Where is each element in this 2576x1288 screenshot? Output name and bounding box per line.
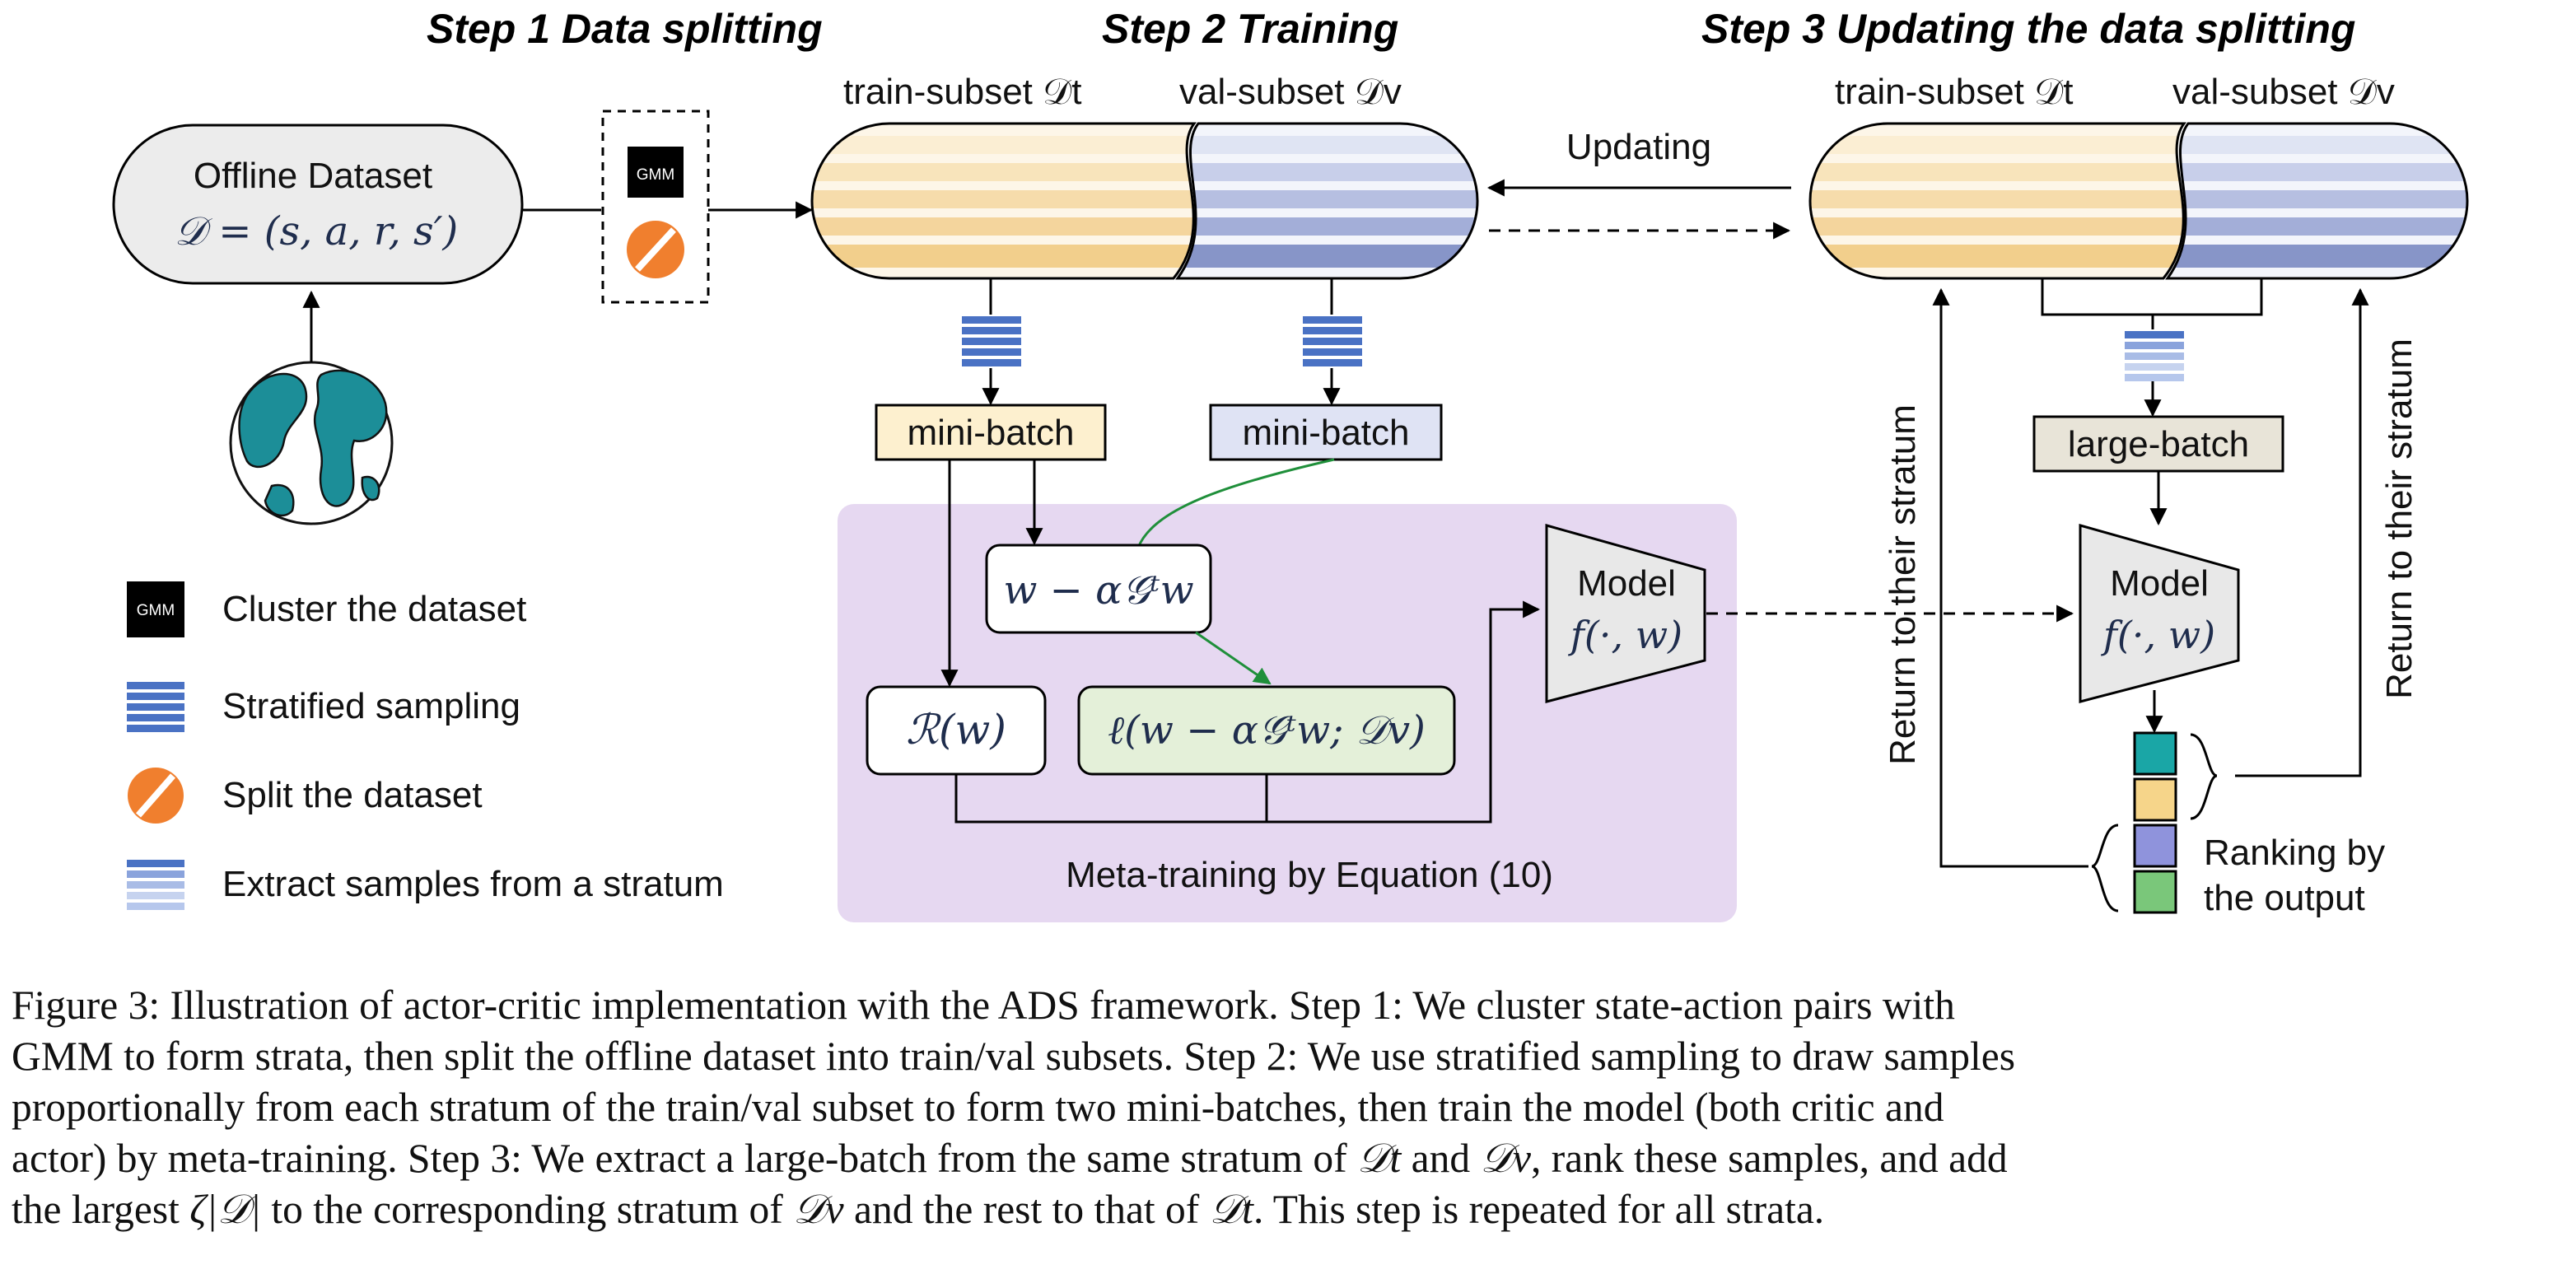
- model-box-step2: Model f(·, w): [1545, 524, 1706, 703]
- offline-dataset-label: Offline Dataset: [194, 156, 432, 196]
- stratified-sampling-icon-train: [962, 316, 1021, 366]
- legend-extract-samples-icon: [127, 860, 184, 910]
- svg-text:mini-batch: mini-batch: [1243, 413, 1410, 453]
- globe-icon: [229, 361, 394, 525]
- ads-framework-figure: Step 1 Data splitting Step 2 Training St…: [112, 6, 2469, 922]
- val-subset-label-left: val-subset 𝒟v: [1179, 72, 1402, 112]
- svg-text:Extract samples from a stratum: Extract samples from a stratum: [222, 864, 724, 904]
- caption-dv-2: 𝒟v: [793, 1187, 844, 1232]
- svg-text:Split the dataset: Split the dataset: [222, 775, 483, 815]
- updating-label: Updating: [1566, 127, 1711, 167]
- caption-line-4a: actor) by meta-training. Step 3: We extr…: [12, 1136, 1357, 1181]
- caption-line-5d: . This step is repeated for all strata.: [1253, 1187, 1825, 1232]
- caption-line-5c: and the rest to that of: [843, 1187, 1210, 1232]
- offline-dataset-box: Offline Dataset 𝒟 = (s, a, r, s′): [112, 124, 524, 285]
- legend-item-stratified: Stratified sampling: [127, 682, 520, 732]
- svg-text:GMM: GMM: [137, 602, 175, 619]
- legend-item-extract: Extract samples from a stratum: [127, 860, 724, 910]
- extract-samples-icon-step3: [2125, 331, 2184, 381]
- caption-line-1: Figure 3: Illustration of actor-critic i…: [12, 982, 1955, 1028]
- caption-dv: 𝒟v: [1480, 1136, 1531, 1181]
- update-expression-box: w − α𝒢ᵗw: [985, 544, 1212, 634]
- caption-line-5b: to the corresponding stratum of: [261, 1187, 794, 1232]
- val-subset-right: [2165, 122, 2469, 280]
- svg-text:f(·, w): f(·, w): [1568, 613, 1682, 657]
- return-label-right: Return to their stratum: [2379, 338, 2420, 699]
- legend-item-cluster: GMM Cluster the dataset: [127, 581, 526, 637]
- brace-top: [2190, 733, 2218, 820]
- legend-stratified-sampling-icon: [127, 682, 184, 732]
- legend-gmm-icon: [127, 581, 184, 637]
- step1-title: Step 1 Data splitting: [427, 6, 823, 52]
- svg-text:Cluster the dataset: Cluster the dataset: [222, 589, 526, 629]
- caption-line-4c: , rank these samples, and add: [1530, 1136, 2008, 1181]
- return-label-left: Return to their stratum: [1883, 404, 1923, 765]
- legend-item-split: Split the dataset: [128, 768, 483, 824]
- caption-line-4b: and: [1401, 1136, 1481, 1181]
- caption-dt-2: 𝒟t: [1209, 1187, 1253, 1232]
- gmm-split-box: [601, 110, 710, 304]
- ranking-stack: [2133, 731, 2177, 914]
- svg-text:Model: Model: [2110, 563, 2209, 604]
- svg-text:large-batch: large-batch: [2068, 424, 2249, 464]
- train-subset-label-right: train-subset 𝒟t: [1835, 72, 2073, 112]
- large-batch-box: large-batch: [2032, 415, 2284, 473]
- train-subset-left: [810, 122, 1197, 280]
- caption-line-5a: the largest: [12, 1187, 190, 1232]
- figure-caption: Figure 3: Illustration of actor-critic i…: [12, 980, 2564, 1235]
- gmm-icon: GMM: [628, 147, 684, 198]
- brace-bottom: [2091, 824, 2119, 912]
- train-subset-label-left: train-subset 𝒟t: [843, 72, 1081, 112]
- svg-text:ℛ(w): ℛ(w): [906, 706, 1006, 754]
- caption-line-3: proportionally from each stratum of the …: [12, 1085, 1944, 1130]
- caption-dt: 𝒟t: [1356, 1136, 1402, 1181]
- svg-text:f(·, w): f(·, w): [2101, 613, 2215, 657]
- caption-zeta: ζ|𝒟|: [189, 1187, 262, 1232]
- val-subset-left: [1175, 122, 1479, 280]
- split-icon: [627, 221, 684, 278]
- ranking-label-line1: Ranking by: [2204, 833, 2385, 873]
- caption-line-2: GMM to form strata, then split the offli…: [12, 1034, 2016, 1079]
- train-minibatch-box: mini-batch: [875, 404, 1107, 461]
- regularizer-box: ℛ(w): [866, 685, 1047, 776]
- meta-training-label: Meta-training by Equation (10): [1066, 855, 1553, 895]
- val-subset-label-right: val-subset 𝒟v: [2172, 72, 2395, 112]
- ranking-label-line2: the output: [2204, 878, 2365, 918]
- legend: GMM Cluster the dataset Stratified sampl…: [127, 581, 724, 910]
- svg-text:Stratified sampling: Stratified sampling: [222, 686, 520, 726]
- stratified-sampling-icon-val: [1303, 316, 1362, 366]
- step3-title: Step 3 Updating the data splitting: [1701, 6, 2355, 52]
- svg-text:mini-batch: mini-batch: [908, 413, 1075, 453]
- svg-text:GMM: GMM: [637, 166, 674, 184]
- validation-loss-box: ℓ(w − α𝒢ᵗw; 𝒟v): [1077, 685, 1456, 776]
- svg-text:Model: Model: [1577, 563, 1676, 604]
- val-minibatch-box: mini-batch: [1209, 404, 1443, 461]
- offline-dataset-formula: 𝒟 = (s, a, r, s′): [175, 208, 459, 254]
- step2-title: Step 2 Training: [1102, 6, 1398, 52]
- model-box-step3: Model f(·, w): [2079, 524, 2240, 703]
- train-subset-right: [1808, 122, 2186, 280]
- svg-text:ℓ(w − α𝒢ᵗw; 𝒟v): ℓ(w − α𝒢ᵗw; 𝒟v): [1108, 707, 1426, 754]
- svg-text:w − α𝒢ᵗw: w − α𝒢ᵗw: [1003, 567, 1193, 614]
